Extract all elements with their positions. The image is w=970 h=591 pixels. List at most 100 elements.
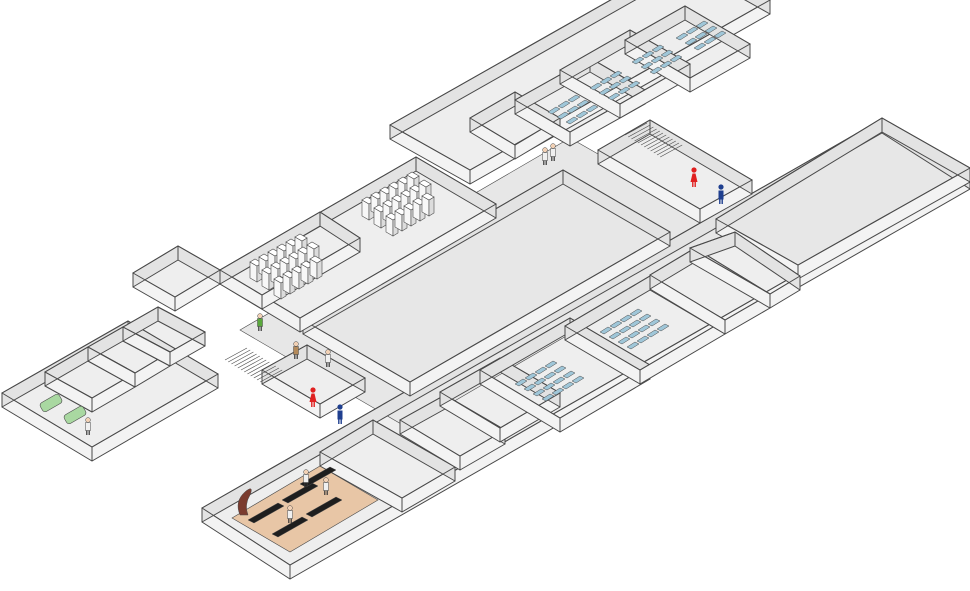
- sculpture-icon: [237, 488, 252, 516]
- computer-desk-icon: [646, 329, 660, 338]
- computer-desk-icon: [618, 325, 632, 334]
- computer-desk-icon: [650, 55, 664, 64]
- computer-desk-icon: [523, 383, 537, 392]
- computer-desk-icon: [567, 94, 581, 103]
- staircase-icon: [644, 134, 667, 148]
- server-rack-icon: [418, 179, 432, 188]
- computer-desk-icon: [695, 20, 709, 29]
- person-icon: [542, 152, 548, 161]
- computer-desk-icon: [589, 82, 603, 91]
- computer-desk-icon: [685, 26, 699, 35]
- computer-desk-icon: [565, 116, 579, 125]
- person-icon: [287, 505, 293, 511]
- person-female-icon: [310, 387, 316, 393]
- computer-desk-icon: [636, 335, 650, 344]
- computer-desk-icon: [607, 92, 621, 101]
- person-icon: [85, 417, 91, 423]
- bathtub-icon: [39, 393, 63, 413]
- computer-desk-icon: [617, 336, 631, 345]
- staircase-icon: [253, 365, 276, 379]
- person-male-icon: [718, 184, 724, 190]
- computer-desk-icon: [533, 377, 547, 386]
- staircase-icon: [260, 369, 283, 383]
- computer-desk-icon: [703, 36, 717, 45]
- server-rack-icon: [294, 233, 308, 242]
- person-male-icon: [337, 404, 343, 410]
- computer-desk-icon: [641, 50, 655, 59]
- staircase-icon: [256, 367, 280, 381]
- staircase-icon: [634, 128, 657, 142]
- person-icon: [542, 147, 548, 153]
- computer-desk-icon: [562, 370, 576, 379]
- computer-desk-icon: [693, 42, 707, 51]
- staircase-icon: [628, 124, 651, 138]
- computer-desk-icon: [543, 371, 557, 380]
- north-wing-top: [388, 0, 772, 171]
- computer-desk-icon: [651, 44, 665, 53]
- computer-desk-icon: [713, 30, 727, 39]
- computer-desk-icon: [532, 388, 546, 397]
- computer-desk-icon: [704, 25, 718, 34]
- computer-desk-icon: [609, 320, 623, 329]
- staircase-icon: [250, 363, 273, 377]
- person-icon: [293, 346, 299, 355]
- staircase-icon: [624, 122, 648, 136]
- person-icon: [550, 148, 556, 157]
- computer-desk-icon: [626, 341, 640, 350]
- person-icon: [550, 143, 556, 149]
- lab-bench-icon: [247, 502, 285, 524]
- computer-desk-icon: [627, 80, 641, 89]
- computer-desk-icon: [598, 87, 612, 96]
- computer-desk-icon: [542, 382, 556, 391]
- staircase-icon: [240, 357, 264, 371]
- computer-desk-icon: [659, 60, 673, 69]
- person-female-icon: [690, 173, 698, 182]
- west-room-3-top: [121, 306, 207, 353]
- person-icon: [257, 318, 263, 327]
- staircase-icon: [647, 136, 670, 150]
- computer-desk-icon: [561, 381, 575, 390]
- computer-desk-icon: [660, 49, 674, 58]
- staircase-icon: [637, 130, 660, 144]
- computer-desk-icon: [669, 54, 683, 63]
- computer-desk-icon: [684, 37, 698, 46]
- person-icon: [323, 477, 329, 483]
- computer-desk-icon: [694, 31, 708, 40]
- person-male-icon: [718, 190, 724, 200]
- computer-desk-icon: [541, 393, 555, 402]
- west-wing-top: [1, 320, 219, 448]
- computer-desk-icon: [576, 99, 590, 108]
- bathtub-icon: [63, 405, 87, 425]
- staircase-icon: [653, 140, 676, 154]
- computer-desk-icon: [638, 313, 652, 322]
- restroom-west-top: [260, 344, 367, 405]
- staircase-icon: [631, 126, 654, 140]
- computer-desk-icon: [551, 387, 565, 396]
- person-female-icon: [309, 393, 317, 402]
- east-hall-top: [715, 117, 970, 266]
- computer-desk-icon: [553, 365, 567, 374]
- computer-desk-icon: [571, 375, 585, 384]
- staircase-icon: [231, 351, 254, 365]
- computer-desk-icon: [547, 106, 561, 115]
- computer-desk-icon: [628, 319, 642, 328]
- computer-desk-icon: [556, 111, 570, 120]
- person-icon: [303, 474, 309, 483]
- person-icon: [303, 469, 309, 475]
- computer-desk-icon: [608, 81, 622, 90]
- server-rack-icon: [406, 171, 420, 180]
- staircase-icon: [224, 347, 248, 361]
- computer-desk-icon: [514, 378, 528, 387]
- lab-bench-icon: [299, 466, 337, 488]
- computer-desk-icon: [524, 372, 538, 381]
- computer-desk-icon: [575, 110, 589, 119]
- staircase-icon: [640, 132, 664, 146]
- computer-desk-icon: [544, 360, 558, 369]
- south-room-5-top: [688, 231, 801, 295]
- server-rack-icon: [306, 241, 320, 250]
- computer-desk-icon: [637, 324, 651, 333]
- person-icon: [293, 341, 299, 347]
- person-icon: [325, 354, 331, 363]
- person-icon: [323, 482, 329, 491]
